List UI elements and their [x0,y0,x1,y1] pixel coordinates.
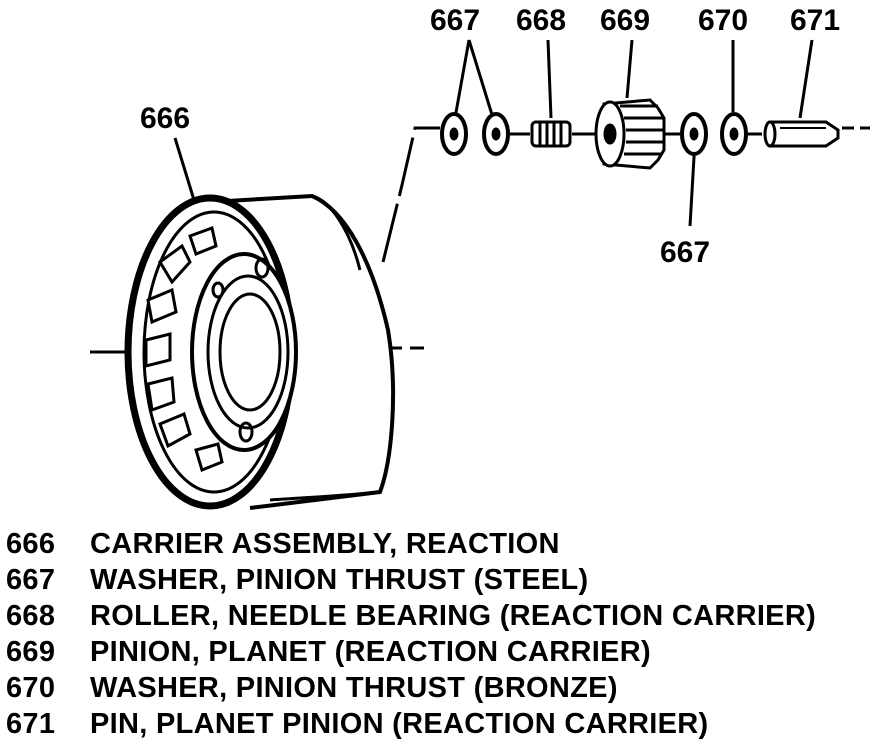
legend-description: WASHER, PINION THRUST (BRONZE) [90,672,618,704]
callout-washer-steel-top: 667 [430,4,480,37]
legend-item: 670 WASHER, PINION THRUST (BRONZE) [6,670,816,706]
planet-pinion-pin [763,120,840,148]
assembly-path-line [381,126,440,263]
legend-description: PIN, PLANET PINION (REACTION CARRIER) [90,708,709,740]
washer-steel-3 [680,112,708,156]
legend-number: 668 [6,600,56,632]
legend-number: 669 [6,636,56,668]
needle-bearing-roller [530,120,572,148]
legend-description: CARRIER ASSEMBLY, REACTION [90,528,560,560]
callout-washer-bronze: 670 [698,4,748,37]
callout-washer-steel-bottom: 667 [660,236,710,269]
legend-number: 671 [6,708,56,740]
callout-pin: 671 [790,4,840,37]
legend-item: 669 PINION, PLANET (REACTION CARRIER) [6,634,816,670]
callout-carrier: 666 [140,102,190,135]
planet-pinion [594,98,666,170]
legend-item: 668 ROLLER, NEEDLE BEARING (REACTION CARR… [6,598,816,634]
callout-leaders [173,39,814,227]
legend-description: PINION, PLANET (REACTION CARRIER) [90,636,651,668]
washer-steel-1 [440,112,468,156]
legend-number: 666 [6,528,56,560]
legend-number: 667 [6,564,56,596]
carrier-assembly [124,193,396,510]
callout-roller: 668 [516,4,566,37]
legend-description: ROLLER, NEEDLE BEARING (REACTION CARRIER… [90,600,817,632]
legend-description: WASHER, PINION THRUST (STEEL) [90,564,589,596]
legend-item: 667 WASHER, PINION THRUST (STEEL) [6,562,816,598]
washer-bronze [720,112,748,156]
callout-pinion: 669 [600,4,650,37]
washer-steel-2 [482,112,510,156]
legend-item: 671 PIN, PLANET PINION (REACTION CARRIER) [6,706,816,742]
legend-number: 670 [6,672,56,704]
legend-item: 666 CARRIER ASSEMBLY, REACTION [6,526,816,562]
